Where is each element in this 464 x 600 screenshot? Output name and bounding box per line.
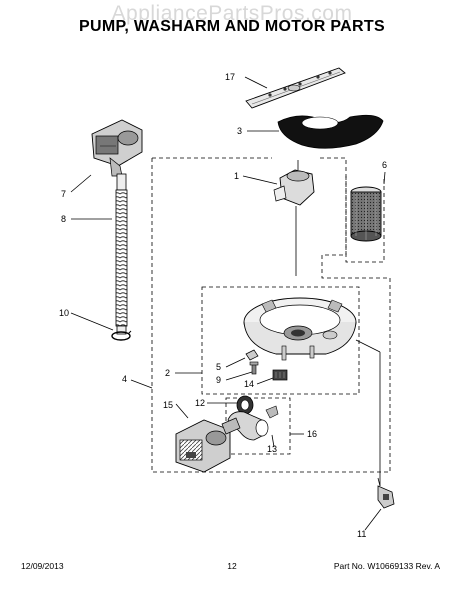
callout-7: 7	[61, 189, 66, 199]
filter-strainer-part	[350, 186, 382, 242]
seal-ring-part	[236, 395, 254, 415]
watermark: AppliancePartsPros.com	[111, 2, 353, 25]
callout-4: 4	[122, 374, 127, 384]
callout-9: 9	[216, 375, 221, 385]
footer-date: 12/09/2013	[21, 561, 64, 571]
connector-part	[272, 369, 288, 381]
drain-hose-part	[115, 173, 128, 335]
manifold-part	[273, 160, 315, 206]
callout-labels: 17 3 1 6 7 8 10 2 4 5 9 14 12 15 13 16 1…	[59, 72, 387, 539]
page-title: PUMP, WASHARM AND MOTOR PARTS	[79, 18, 385, 35]
sensor-part	[377, 477, 395, 509]
callout-6: 6	[382, 160, 387, 170]
assembly-outlines	[151, 157, 391, 473]
callout-5: 5	[216, 362, 221, 372]
leader-lines	[70, 76, 386, 531]
shield-part	[277, 114, 384, 149]
sump-assembly-part	[243, 297, 357, 361]
callout-17: 17	[225, 72, 235, 82]
drain-pump-part	[91, 119, 143, 177]
callout-8: 8	[61, 214, 66, 224]
pump-motor-part	[175, 417, 241, 473]
callout-13: 13	[267, 444, 277, 454]
callout-3: 3	[237, 126, 242, 136]
callout-10: 10	[59, 308, 69, 318]
upper-spray-arm-part	[245, 67, 346, 109]
callout-15: 15	[163, 400, 173, 410]
callout-11: 11	[357, 529, 366, 539]
callout-14: 14	[244, 379, 254, 389]
footer-page-number: 12	[227, 561, 237, 571]
callout-2: 2	[165, 368, 170, 378]
callout-1: 1	[234, 171, 239, 181]
elbow-tube-part	[227, 405, 279, 441]
clip-screw-part	[245, 349, 259, 375]
callout-12: 12	[195, 398, 205, 408]
footer-part-number: Part No. W10669133 Rev. A	[333, 561, 440, 571]
callout-16: 16	[307, 429, 317, 439]
hose-clamp-part	[111, 330, 132, 341]
